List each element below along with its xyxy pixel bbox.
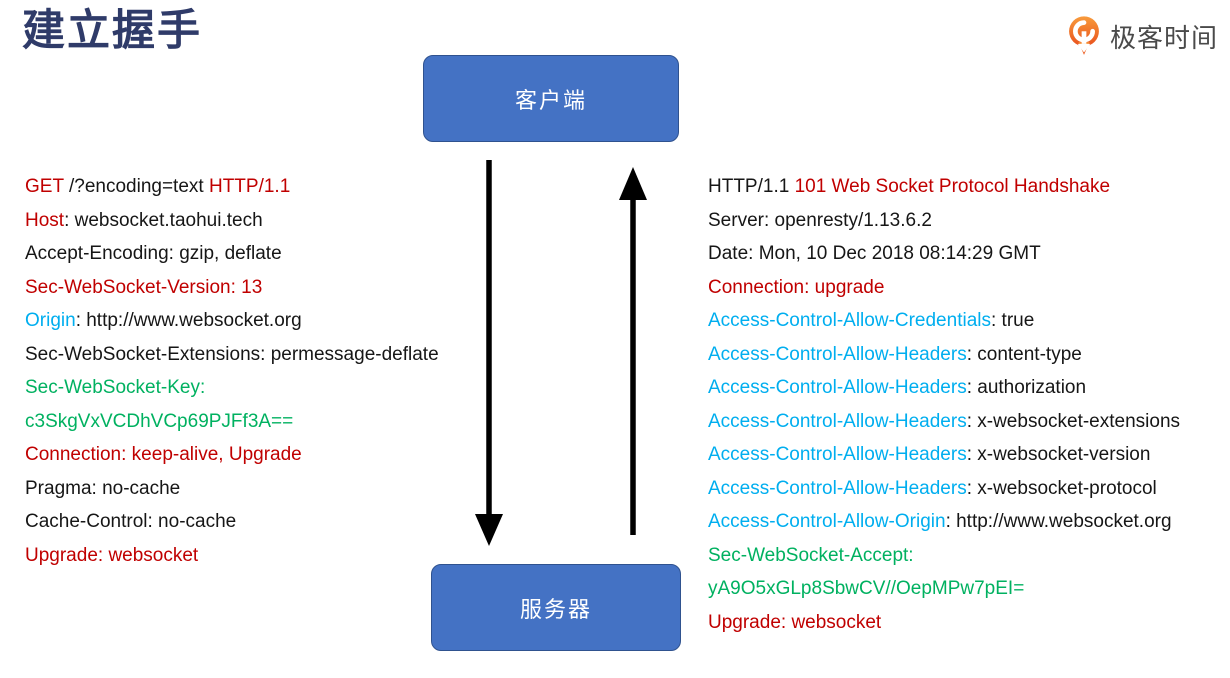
header-segment: Sec-WebSocket-Version: 13 bbox=[25, 276, 263, 298]
header-line: Sec-WebSocket-Extensions: permessage-def… bbox=[25, 338, 439, 372]
header-segment: Server: openresty/1.13.6.2 bbox=[708, 209, 932, 231]
header-line: Connection: upgrade bbox=[708, 271, 1180, 305]
header-line: Sec-WebSocket-Version: 13 bbox=[25, 271, 439, 305]
header-segment: Cache-Control: no-cache bbox=[25, 511, 237, 532]
header-line: Access-Control-Allow-Headers: x-websocke… bbox=[708, 472, 1180, 506]
client-node-label: 客户端 bbox=[514, 87, 587, 113]
header-segment: 101 Web Socket Protocol Handshake bbox=[794, 176, 1111, 197]
header-segment: : x-websocket-protocol bbox=[966, 477, 1157, 499]
header-segment: HTTP/1.1 bbox=[708, 176, 795, 197]
header-line: Upgrade: websocket bbox=[708, 606, 1180, 640]
header-segment: yA9O5xGLp8SbwCV//OepMPw7pEI= bbox=[708, 578, 1025, 599]
header-segment: : http://www.websocket.org bbox=[945, 511, 1172, 532]
header-line: Sec-WebSocket-Accept: bbox=[708, 539, 1180, 573]
header-line: Pragma: no-cache bbox=[25, 472, 439, 506]
header-segment: : true bbox=[990, 310, 1035, 331]
header-line: Sec-WebSocket-Key: bbox=[25, 371, 439, 405]
header-line: Host: websocket.taohui.tech bbox=[25, 204, 439, 238]
header-line: GET /?encoding=text HTTP/1.1 bbox=[25, 170, 439, 204]
response-headers: HTTP/1.1 101 Web Socket Protocol Handsha… bbox=[708, 170, 1180, 639]
header-line: Date: Mon, 10 Dec 2018 08:14:29 GMT bbox=[708, 237, 1180, 271]
client-node: 客户端 bbox=[423, 55, 679, 142]
header-segment: Access-Control-Allow-Headers bbox=[708, 343, 967, 365]
page-title: 建立握手 bbox=[22, 7, 202, 55]
header-line: HTTP/1.1 101 Web Socket Protocol Handsha… bbox=[708, 170, 1180, 204]
header-segment: : http://www.websocket.org bbox=[75, 310, 302, 331]
header-segment: Pragma: no-cache bbox=[25, 477, 181, 499]
header-segment: Upgrade: websocket bbox=[708, 611, 882, 633]
header-segment: : authorization bbox=[966, 377, 1087, 398]
server-node-label: 服务器 bbox=[519, 596, 592, 622]
header-segment: Access-Control-Allow-Headers bbox=[708, 444, 967, 465]
header-line: Access-Control-Allow-Headers: content-ty… bbox=[708, 338, 1180, 372]
server-node: 服务器 bbox=[431, 564, 681, 651]
geektime-logo-icon bbox=[1065, 14, 1103, 58]
header-line: Access-Control-Allow-Credentials: true bbox=[708, 304, 1180, 338]
header-segment: Connection: keep-alive, Upgrade bbox=[25, 444, 302, 465]
header-segment: Access-Control-Allow-Credentials bbox=[708, 310, 991, 331]
header-line: Accept-Encoding: gzip, deflate bbox=[25, 237, 439, 271]
header-segment: : x-websocket-extensions bbox=[966, 410, 1181, 432]
header-line: Access-Control-Allow-Headers: x-websocke… bbox=[708, 405, 1180, 439]
header-segment: /?encoding=text bbox=[63, 176, 209, 197]
header-segment: Access-Control-Allow-Origin bbox=[708, 511, 946, 532]
header-segment: : websocket.taohui.tech bbox=[64, 209, 263, 231]
header-line: Connection: keep-alive, Upgrade bbox=[25, 438, 439, 472]
header-line: Cache-Control: no-cache bbox=[25, 505, 439, 539]
response-arrow-up bbox=[619, 167, 647, 535]
header-line: Access-Control-Allow-Headers: x-websocke… bbox=[708, 438, 1180, 472]
header-segment: Upgrade: websocket bbox=[25, 544, 199, 566]
geektime-logo: 极客时间 bbox=[1065, 14, 1218, 58]
header-line: c3SkgVxVCDhVCp69PJFf3A== bbox=[25, 405, 439, 439]
header-segment: Access-Control-Allow-Headers bbox=[708, 410, 967, 432]
request-arrow-down bbox=[475, 160, 503, 546]
header-segment: Access-Control-Allow-Headers bbox=[708, 477, 967, 499]
header-segment: Sec-WebSocket-Key: bbox=[25, 377, 206, 398]
header-line: Upgrade: websocket bbox=[25, 539, 439, 573]
header-segment: Host bbox=[25, 209, 65, 231]
header-segment: GET bbox=[25, 176, 64, 197]
header-segment: HTTP/1.1 bbox=[208, 176, 291, 197]
header-segment: : content-type bbox=[966, 343, 1082, 365]
header-segment: : x-websocket-version bbox=[966, 444, 1151, 465]
header-line: Server: openresty/1.13.6.2 bbox=[708, 204, 1180, 238]
header-line: Access-Control-Allow-Origin: http://www.… bbox=[708, 505, 1180, 539]
geektime-logo-text: 极客时间 bbox=[1109, 22, 1218, 53]
header-line: Access-Control-Allow-Headers: authorizat… bbox=[708, 371, 1180, 405]
header-segment: Connection: upgrade bbox=[708, 276, 885, 298]
header-line: yA9O5xGLp8SbwCV//OepMPw7pEI= bbox=[708, 572, 1180, 606]
header-segment: Date: Mon, 10 Dec 2018 08:14:29 GMT bbox=[708, 243, 1041, 264]
header-line: Origin: http://www.websocket.org bbox=[25, 304, 439, 338]
header-segment: Sec-WebSocket-Accept: bbox=[708, 544, 914, 566]
header-segment: Accept-Encoding: gzip, deflate bbox=[25, 243, 282, 264]
header-segment: Sec-WebSocket-Extensions: permessage-def… bbox=[25, 343, 439, 365]
header-segment: c3SkgVxVCDhVCp69PJFf3A== bbox=[25, 410, 294, 432]
header-segment: Origin bbox=[25, 310, 76, 331]
header-segment: Access-Control-Allow-Headers bbox=[708, 377, 967, 398]
